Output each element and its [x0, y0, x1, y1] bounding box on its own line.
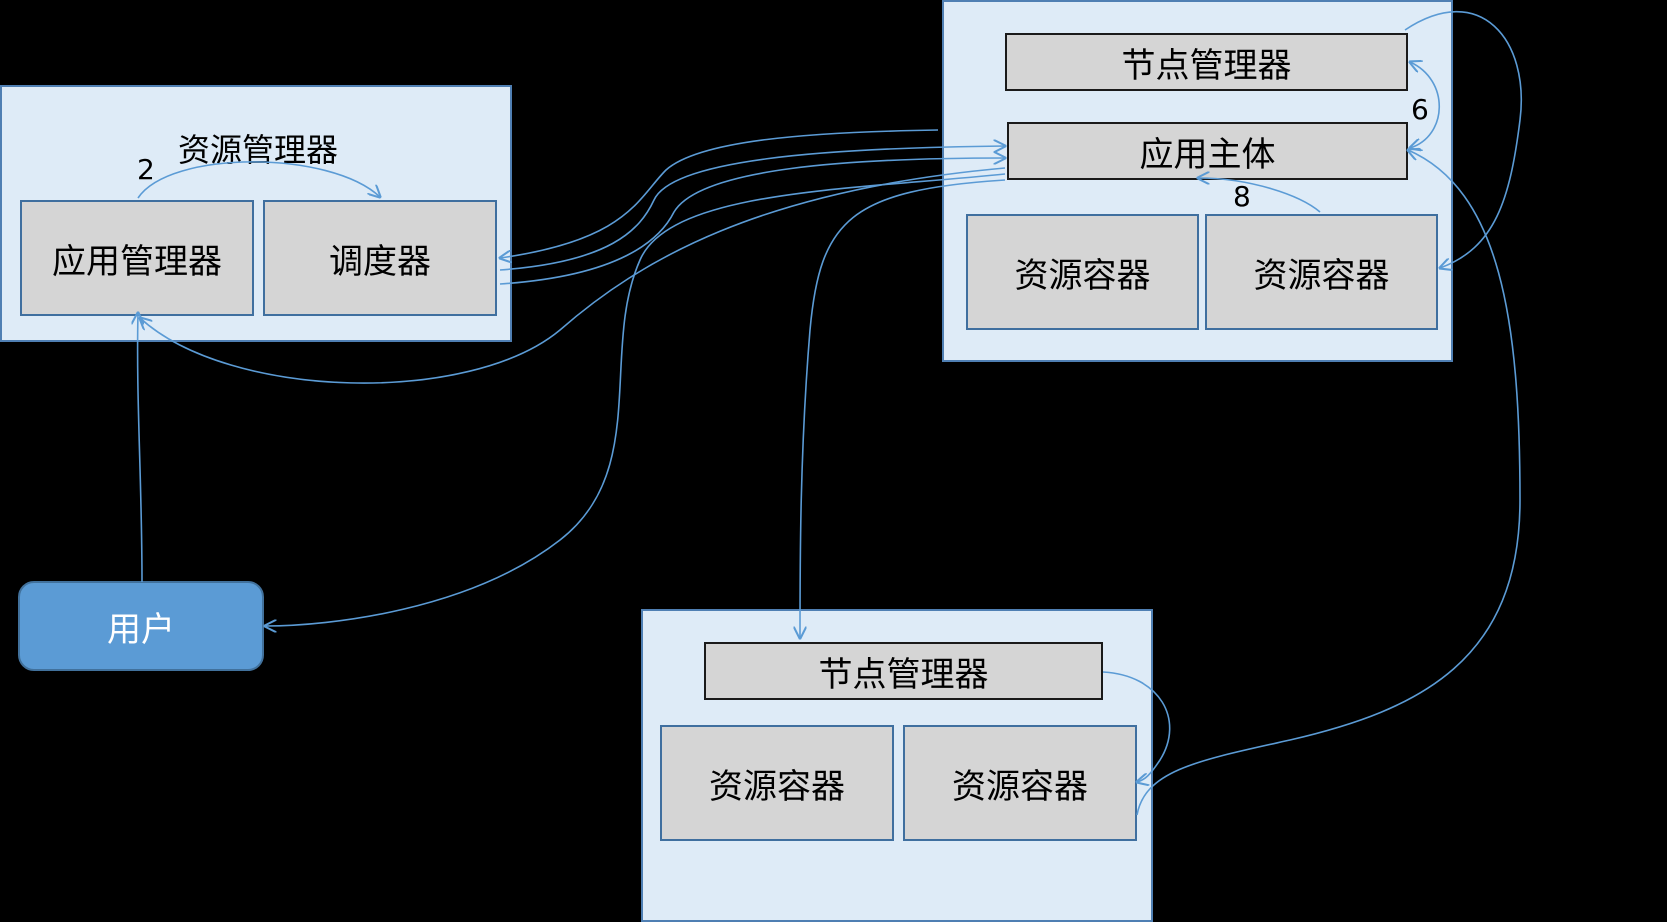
node-bottom-node-manager-label: 节点管理器 [818, 654, 989, 695]
node-bottom-container-1-label: 资源容器 [709, 766, 845, 807]
step-label-8: 8 [1233, 180, 1251, 213]
node-top-node-manager-label: 节点管理器 [1121, 45, 1292, 86]
node-bottom-container-2-box[interactable]: 资源容器 [903, 725, 1137, 841]
user-box[interactable]: 用户 [18, 581, 264, 671]
node-top-container-1-box[interactable]: 资源容器 [966, 214, 1199, 330]
node-bottom-container-2-label: 资源容器 [952, 766, 1088, 807]
link-scheduler-to-appmaster-2 [499, 158, 1005, 285]
app-master-box[interactable]: 应用主体 [1007, 122, 1408, 180]
step-label-6: 6 [1411, 93, 1429, 126]
resource-manager-group: 资源管理器 2 应用管理器 调度器 [0, 85, 512, 342]
node-top-container-2-box[interactable]: 资源容器 [1205, 214, 1438, 330]
link-scheduler-to-appmaster-1 [499, 146, 1005, 271]
resource-manager-title: 资源管理器 [178, 131, 339, 169]
step-label-2: 2 [137, 153, 155, 186]
node-bottom-container-1-box[interactable]: 资源容器 [660, 725, 894, 841]
node-top-node-manager-box[interactable]: 节点管理器 [1005, 33, 1408, 91]
node-bottom-node-manager-box[interactable]: 节点管理器 [704, 642, 1103, 700]
node-top-container-1-label: 资源容器 [1014, 255, 1151, 296]
node-top-group: 节点管理器 6 应用主体 8 资源容器 资源容器 [942, 0, 1453, 362]
app-master-label: 应用主体 [1139, 134, 1276, 175]
link-user-to-appmanager [138, 313, 142, 583]
scheduler-box[interactable]: 调度器 [263, 200, 497, 316]
scheduler-label: 调度器 [329, 241, 431, 282]
app-manager-label: 应用管理器 [52, 241, 222, 282]
user-label: 用户 [107, 609, 175, 650]
node-bottom-group: 节点管理器 资源容器 资源容器 [641, 609, 1153, 922]
app-manager-box[interactable]: 应用管理器 [20, 200, 254, 316]
link-appmaster-to-scheduler [500, 129, 939, 258]
node-top-container-2-label: 资源容器 [1253, 255, 1390, 296]
